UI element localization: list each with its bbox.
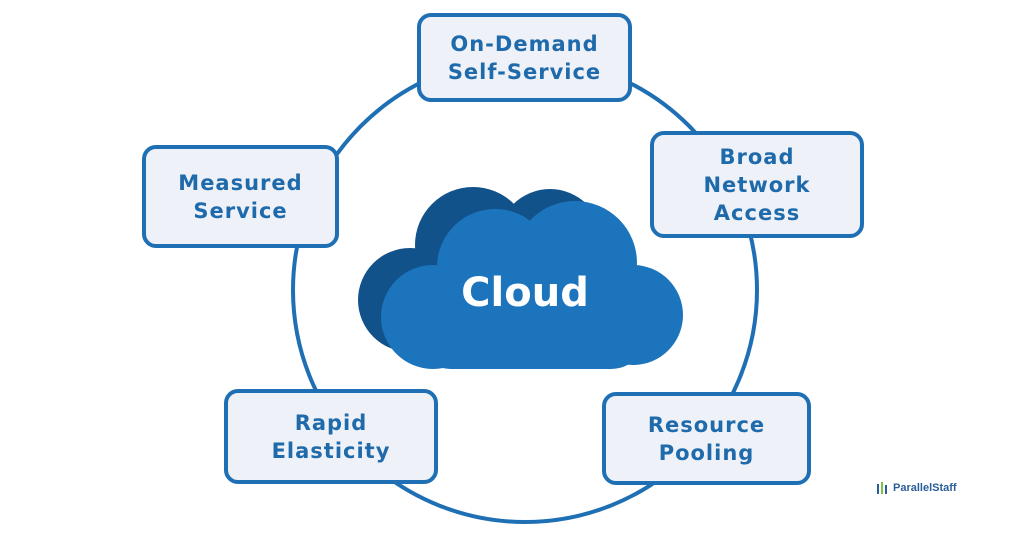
node-resource-pooling: Resource Pooling (602, 392, 811, 485)
node-line: Access (713, 200, 801, 225)
node-broad-network-access: Broad Network Access (650, 131, 864, 238)
node-rapid-elasticity: Rapid Elasticity (224, 389, 438, 484)
parallelstaff-logo-icon (877, 482, 887, 494)
cloud-front-shape (381, 201, 683, 369)
node-line: Service (193, 198, 288, 223)
brand-logo: ParallelStaff (876, 481, 957, 495)
node-line: On-Demand (450, 31, 599, 56)
cloud-label: Cloud (461, 270, 589, 316)
node-line: Rapid (294, 410, 368, 435)
node-line: Self-Service (447, 59, 602, 84)
brand-name: ParallelStaff (893, 482, 957, 494)
node-line: Measured (178, 170, 303, 195)
node-on-demand-self-service: On-Demand Self-Service (417, 13, 632, 102)
node-line: Resource (647, 412, 766, 437)
node-measured-service: Measured Service (142, 145, 339, 248)
cloud-icon (358, 187, 683, 369)
node-line: Elasticity (271, 438, 391, 463)
node-line: Network (703, 172, 811, 197)
node-line: Pooling (658, 440, 755, 465)
node-line: Broad (719, 144, 795, 169)
